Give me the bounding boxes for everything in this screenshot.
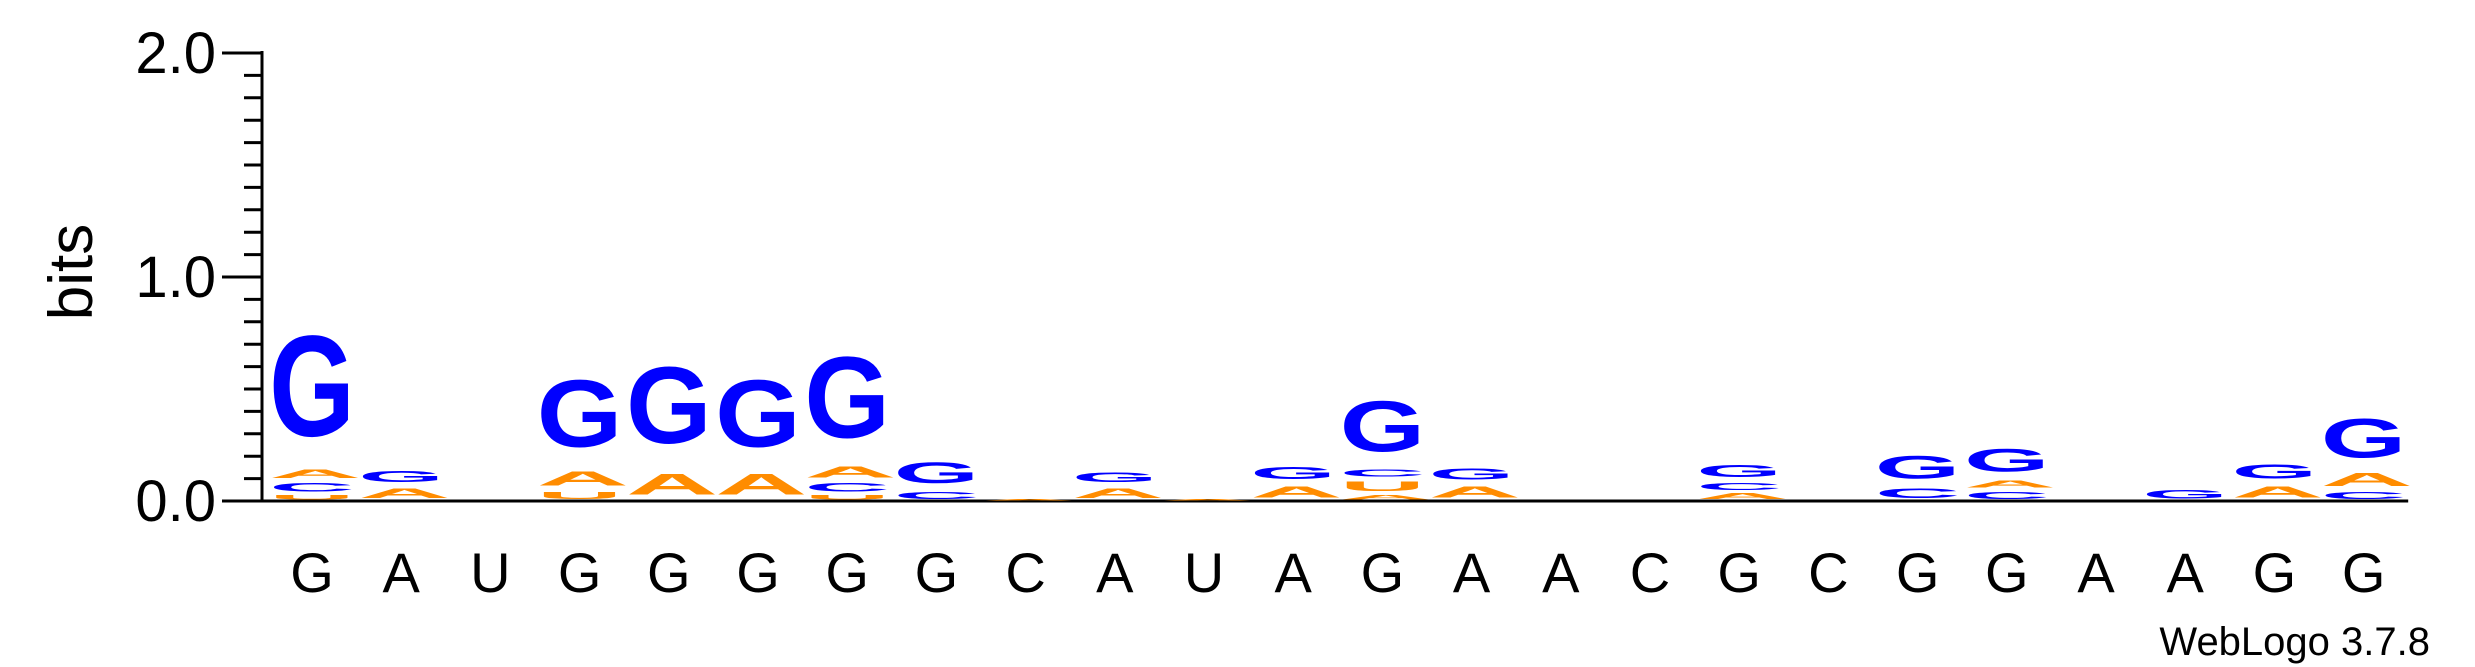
- weblogo-credit: WebLogo 3.7.8: [2159, 620, 2430, 664]
- logo-column: AG: [358, 467, 450, 501]
- logo-letter-G: G: [1072, 470, 1158, 486]
- y-tick-label: 2.0: [135, 21, 216, 86]
- logo-letter-G: G: [894, 456, 980, 489]
- logo-column: AG: [2232, 460, 2324, 501]
- logo-letter-A: A: [1696, 492, 1788, 501]
- logo-letter-A: A: [269, 467, 361, 480]
- logo-letter-G: G: [1875, 450, 1961, 486]
- logo-letter-A: A: [1964, 479, 2056, 490]
- x-tick-label: A: [1096, 541, 1134, 604]
- logo-letter-G: G: [1696, 461, 1782, 481]
- logo-letter-U: U: [537, 490, 623, 501]
- x-tick-label: U: [1184, 541, 1224, 604]
- logo-letter-C: C: [1875, 485, 1961, 501]
- x-tick-label: C: [1808, 541, 1848, 604]
- logo-letter-G: G: [1340, 387, 1426, 468]
- logo-letter-G: G: [1964, 443, 2050, 479]
- logo-column: G: [2142, 487, 2228, 500]
- logo-column: AG: [1429, 465, 1521, 501]
- logo-letter-G: G: [358, 467, 444, 485]
- y-tick-label: 1.0: [135, 245, 216, 310]
- x-tick-label: A: [2077, 541, 2115, 604]
- logo-column: UAG: [537, 360, 629, 501]
- logo-column: CG: [894, 456, 980, 501]
- logo-letter-G: G: [1250, 463, 1336, 483]
- x-tick-label: A: [383, 541, 421, 604]
- logo-letter-G: G: [2321, 407, 2407, 470]
- logo-column: CG: [1875, 450, 1961, 501]
- x-tick-label: G: [558, 541, 602, 604]
- logo-letter-C: C: [1964, 490, 2050, 501]
- logo-letter-C: C: [2321, 490, 2407, 501]
- logo-letter-A: A: [715, 467, 807, 501]
- x-tick-label: G: [2253, 541, 2297, 604]
- logo-letter-G: G: [2232, 460, 2318, 483]
- logo-letter-A: A: [537, 467, 629, 489]
- x-tick-label: G: [290, 541, 334, 604]
- x-tick-label: G: [2342, 541, 2386, 604]
- logo-column: CAG: [1964, 443, 2056, 501]
- logo-letter-A: A: [358, 485, 450, 501]
- logo-letter-C: C: [269, 481, 355, 494]
- logo-letter-G: G: [1429, 465, 1515, 483]
- logo-letter-A: A: [2232, 483, 2324, 501]
- logo-letter-A: A: [1072, 485, 1164, 501]
- x-tick-label: G: [647, 541, 691, 604]
- x-tick-label: G: [825, 541, 869, 604]
- logo-letter-G: G: [715, 360, 801, 467]
- logo-column: A: [983, 499, 1075, 501]
- logo-letter-A: A: [1161, 499, 1253, 501]
- letter-stacks: UCAGAGUAGAGAGUCAGCGAAGAAGAUCGAGACGCGCAGG…: [269, 307, 2413, 501]
- logo-column: AG: [1072, 470, 1164, 501]
- logo-letter-U: U: [269, 494, 355, 501]
- logo-letter-A: A: [804, 463, 896, 481]
- logo-column: CAG: [2321, 407, 2413, 501]
- x-tick-label: A: [2167, 541, 2205, 604]
- logo-letter-G: G: [804, 333, 890, 462]
- x-tick-label: G: [915, 541, 959, 604]
- logo-letter-A: A: [1250, 483, 1342, 501]
- logo-letter-C: C: [894, 490, 980, 501]
- logo-letter-U: U: [1340, 479, 1426, 495]
- logo-column: AG: [626, 344, 718, 501]
- x-tick-label: C: [1005, 541, 1045, 604]
- x-tick-label: A: [1542, 541, 1580, 604]
- logo-letter-A: A: [1429, 483, 1521, 501]
- logo-letter-C: C: [1696, 481, 1782, 492]
- logo-letter-A: A: [626, 467, 718, 501]
- logo-letter-G: G: [537, 360, 623, 467]
- logo-letter-A: A: [1340, 494, 1432, 501]
- logo-letter-G: G: [2142, 487, 2228, 500]
- x-tick-label: G: [1985, 541, 2029, 604]
- x-tick-label: G: [1361, 541, 1405, 604]
- y-axis-label: bits: [37, 224, 106, 320]
- logo-letter-G: G: [269, 307, 355, 468]
- logo-column: AG: [715, 360, 807, 501]
- x-tick-label: A: [1275, 541, 1313, 604]
- logo-column: AG: [1250, 463, 1342, 501]
- x-tick-label: A: [1453, 541, 1491, 604]
- x-tick-label: G: [1717, 541, 1761, 604]
- x-tick-label: G: [736, 541, 780, 604]
- logo-letter-C: C: [804, 481, 890, 494]
- x-tick-label: C: [1630, 541, 1670, 604]
- logo-letter-U: U: [804, 494, 890, 501]
- logo-letter-C: C: [1340, 467, 1426, 478]
- logo-column: A: [1161, 499, 1253, 501]
- y-tick-label: 0.0: [135, 469, 216, 534]
- x-tick-label: G: [1896, 541, 1940, 604]
- logo-column: ACG: [1696, 461, 1788, 501]
- logo-letter-A: A: [983, 499, 1075, 501]
- logo-letter-A: A: [2321, 470, 2413, 490]
- logo-letter-G: G: [626, 344, 712, 467]
- axes: 0.0 1.0 2.0: [135, 21, 2409, 534]
- x-tick-label: U: [470, 541, 510, 604]
